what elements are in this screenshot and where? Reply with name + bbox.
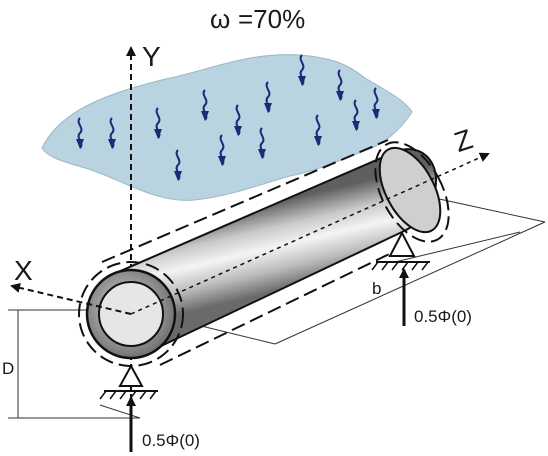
droplet-arrow-icon <box>314 114 322 146</box>
droplet-arrow-icon <box>108 117 116 149</box>
z-axis-line <box>130 152 490 315</box>
droplet-arrow-icon <box>234 104 242 136</box>
droplet-arrow-icon <box>298 54 306 86</box>
humidity-symbol: ω <box>210 4 230 34</box>
load-label-right: 0.5Φ(0) <box>414 307 472 326</box>
droplet-arrows <box>76 54 380 181</box>
z-axis-label: Z <box>450 123 476 158</box>
moisture-cloud <box>41 54 413 201</box>
swelling-far-end <box>374 141 450 243</box>
load-label-left: 0.5Φ(0) <box>142 431 200 450</box>
x-axis-label: X <box>14 255 33 286</box>
span-label: b <box>372 279 381 298</box>
support-left <box>99 363 158 400</box>
diameter-label: D <box>2 359 14 378</box>
x-axis-line <box>10 282 132 315</box>
droplet-arrow-icon <box>352 99 360 131</box>
support-right <box>371 230 430 271</box>
droplet-arrow-icon <box>264 81 272 113</box>
swelling-outline <box>101 139 411 366</box>
droplet-arrow-icon <box>258 127 266 159</box>
droplet-arrow-icon <box>336 69 344 101</box>
droplet-arrow-icon <box>174 149 182 181</box>
droplet-arrow-icon <box>154 107 162 139</box>
droplet-arrow-icon <box>218 134 226 166</box>
humidity-value: =70% <box>238 4 305 34</box>
droplet-arrow-icon <box>372 87 380 119</box>
droplet-arrow-icon <box>201 89 209 121</box>
droplet-arrow-icon <box>76 117 84 149</box>
y-axis-label: Y <box>142 41 161 72</box>
